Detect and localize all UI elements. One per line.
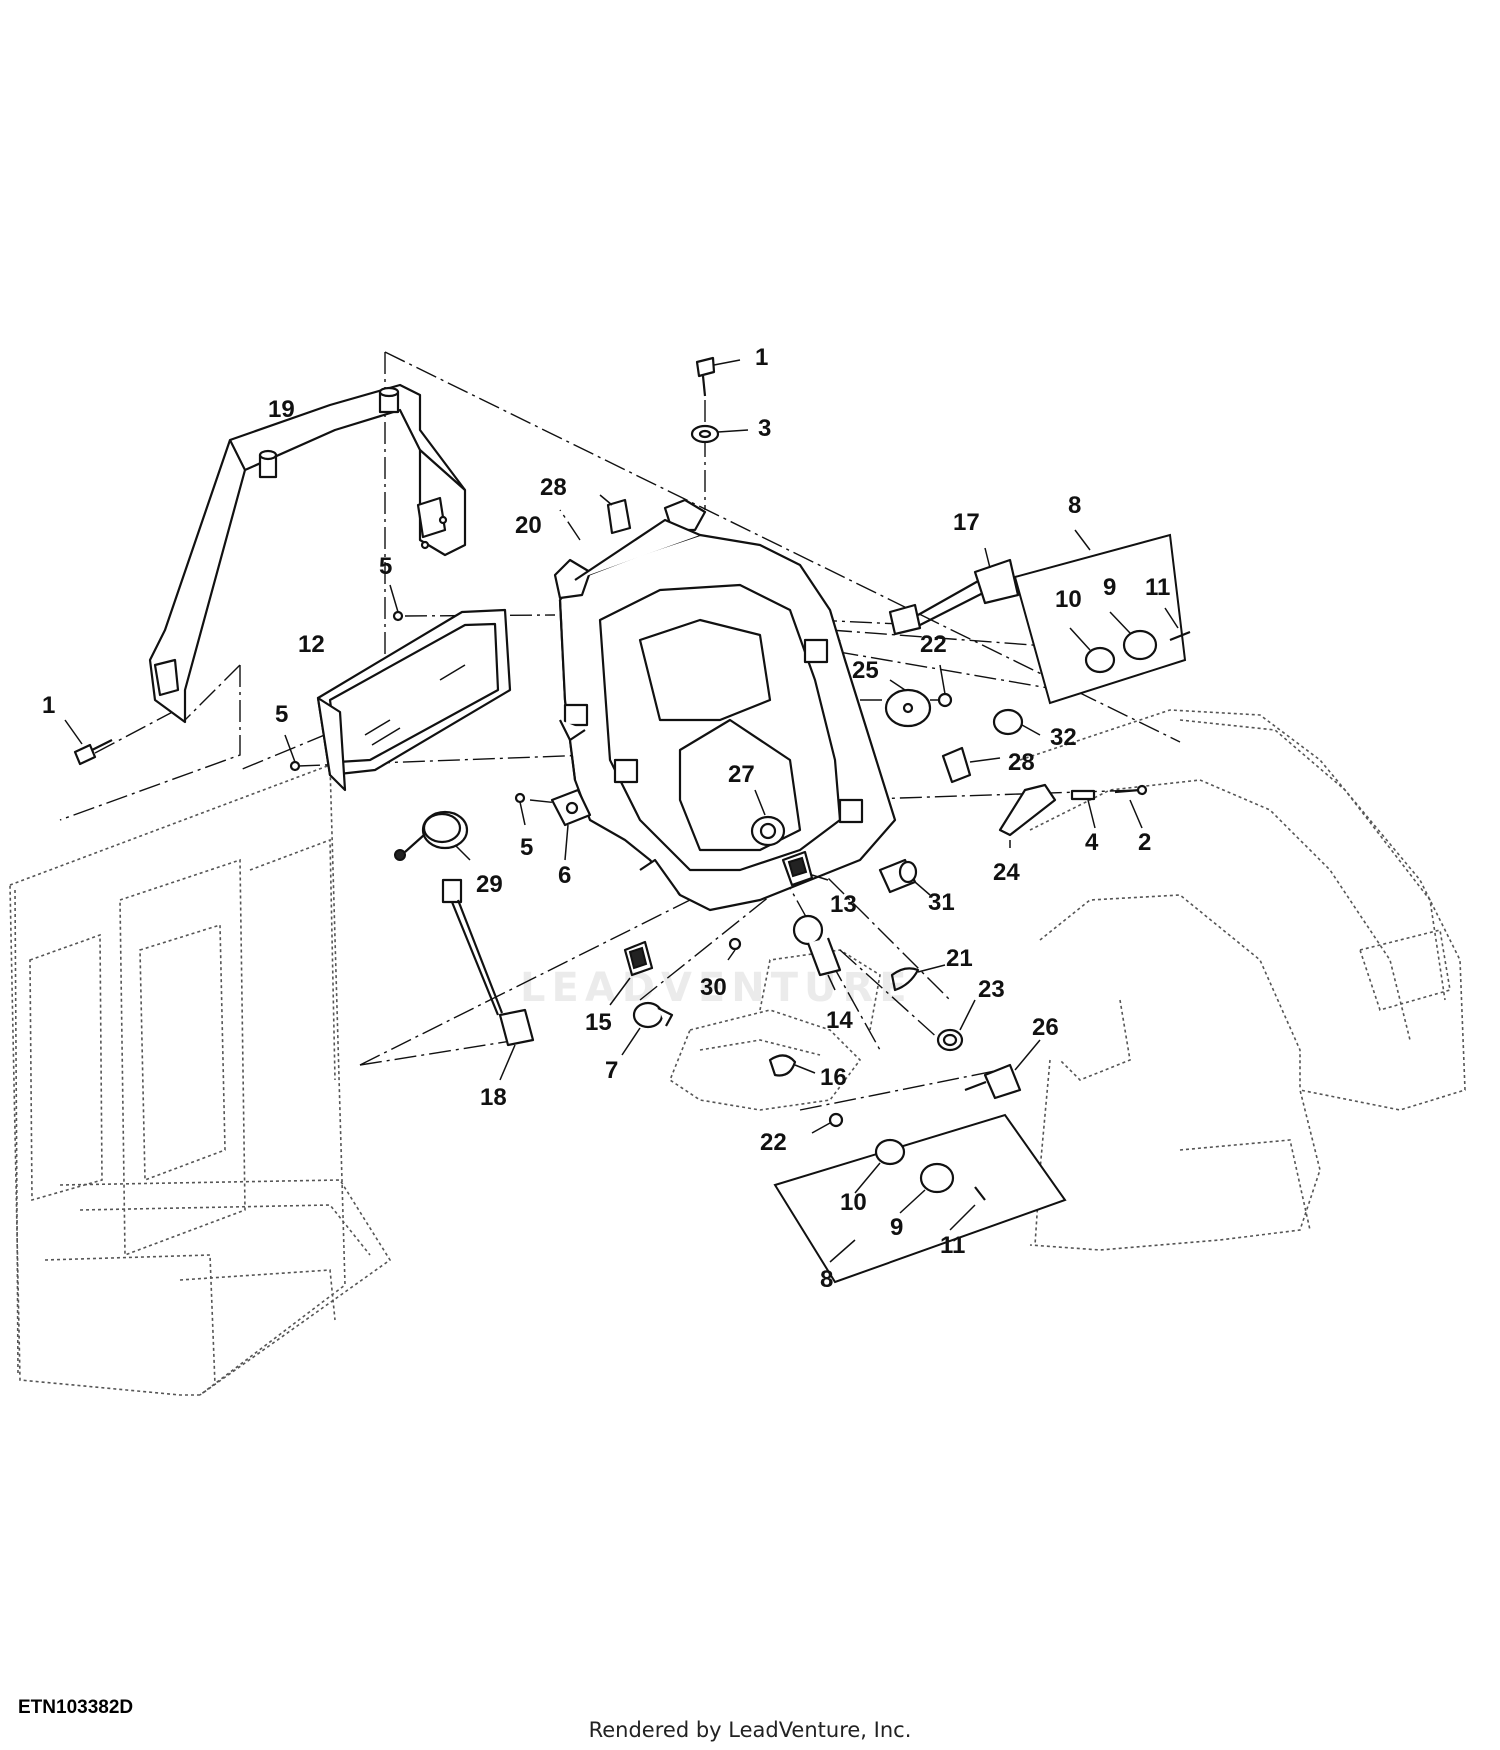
part-22-nut-bottom [811,1112,844,1134]
callout-11-bottom: 11 [940,1232,965,1259]
callout-labels: 1 3 28 20 19 5 12 1 5 5 6 29 27 13 31 21… [42,344,1170,1293]
watermark: LEADVENTURE [520,965,913,1011]
callout-13: 13 [830,891,857,918]
part-21-clip [890,964,946,992]
callout-5-top: 5 [379,553,392,580]
part-32-plug [992,708,1041,736]
part-2-bolt [1114,784,1148,829]
callout-1-top: 1 [755,344,768,371]
part-16-clip [768,1054,816,1077]
part-12-instrument-display [316,608,512,792]
part-20-dash-panel [553,498,897,912]
callout-4: 4 [1085,829,1099,856]
part-1-bolt-left [64,719,113,766]
part-4-pin [1070,789,1096,829]
callout-19: 19 [268,396,295,423]
background-fender-right [1019,709,1466,1251]
callout-20: 20 [515,512,542,539]
part-14-switch [792,914,842,991]
callout-1-left: 1 [42,692,55,719]
part-31-light [878,858,931,896]
callout-6: 6 [558,862,571,889]
callout-23: 23 [978,976,1005,1003]
callout-14: 14 [826,1007,853,1034]
callout-29: 29 [476,871,503,898]
kit-8-top [1013,529,1191,705]
callout-8-bottom: 8 [820,1266,833,1293]
part-28-clip-top [599,494,632,535]
callout-2: 2 [1138,829,1151,856]
callout-5-left: 5 [275,701,288,728]
callout-10-bottom: 10 [840,1189,867,1216]
callout-30: 30 [700,974,727,1001]
part-17-harness [888,547,1020,636]
callout-11-top: 11 [1145,574,1170,601]
callout-7: 7 [605,1057,618,1084]
part-24-lever [998,783,1057,848]
callout-5-mid: 5 [520,834,533,861]
callout-12: 12 [298,631,325,658]
part-29-buzzer [394,810,471,861]
part-1-bolt-top [695,356,741,397]
part-30-screw [727,937,742,961]
callout-3: 3 [758,415,771,442]
callout-26: 26 [1032,1014,1059,1041]
callout-8-top: 8 [1068,492,1081,519]
callout-31: 31 [928,889,955,916]
callout-28-right: 28 [1008,749,1035,776]
part-5-screws [284,584,526,826]
background-frame-left [9,763,392,1396]
callout-22-bottom: 22 [760,1129,787,1156]
part-6-switch [550,788,592,861]
part-26-key [964,1039,1041,1100]
part-15-switch [609,940,654,1006]
part-23-nut [936,999,976,1052]
part-28-clip-right [941,746,1001,784]
callout-18: 18 [480,1084,507,1111]
part-3-washer [690,424,749,444]
callout-24: 24 [993,859,1020,886]
callout-22-top: 22 [920,631,947,658]
part-25-cover [884,679,932,728]
callout-17: 17 [953,509,980,536]
callout-9-bottom: 9 [890,1214,903,1241]
callout-28-top: 28 [540,474,567,501]
part-22-nut-top [937,664,953,708]
drawing-id: ETN103382D [18,1697,134,1718]
footer-credit: Rendered by LeadVenture, Inc. [588,1718,912,1742]
callout-10-top: 10 [1055,586,1082,613]
callout-27: 27 [728,761,755,788]
part-27-knob [750,789,786,847]
kit-8-bottom [773,1113,1067,1284]
callout-16: 16 [820,1064,847,1091]
callout-9-top: 9 [1103,574,1116,601]
callout-21: 21 [946,945,973,972]
part-19-bracket [148,383,467,724]
part-7-connector [621,1001,674,1056]
callout-32: 32 [1050,724,1077,751]
callout-25: 25 [852,657,879,684]
part-13-rocker [781,850,829,887]
part-18-harness [441,878,535,1081]
callout-15: 15 [585,1009,612,1036]
